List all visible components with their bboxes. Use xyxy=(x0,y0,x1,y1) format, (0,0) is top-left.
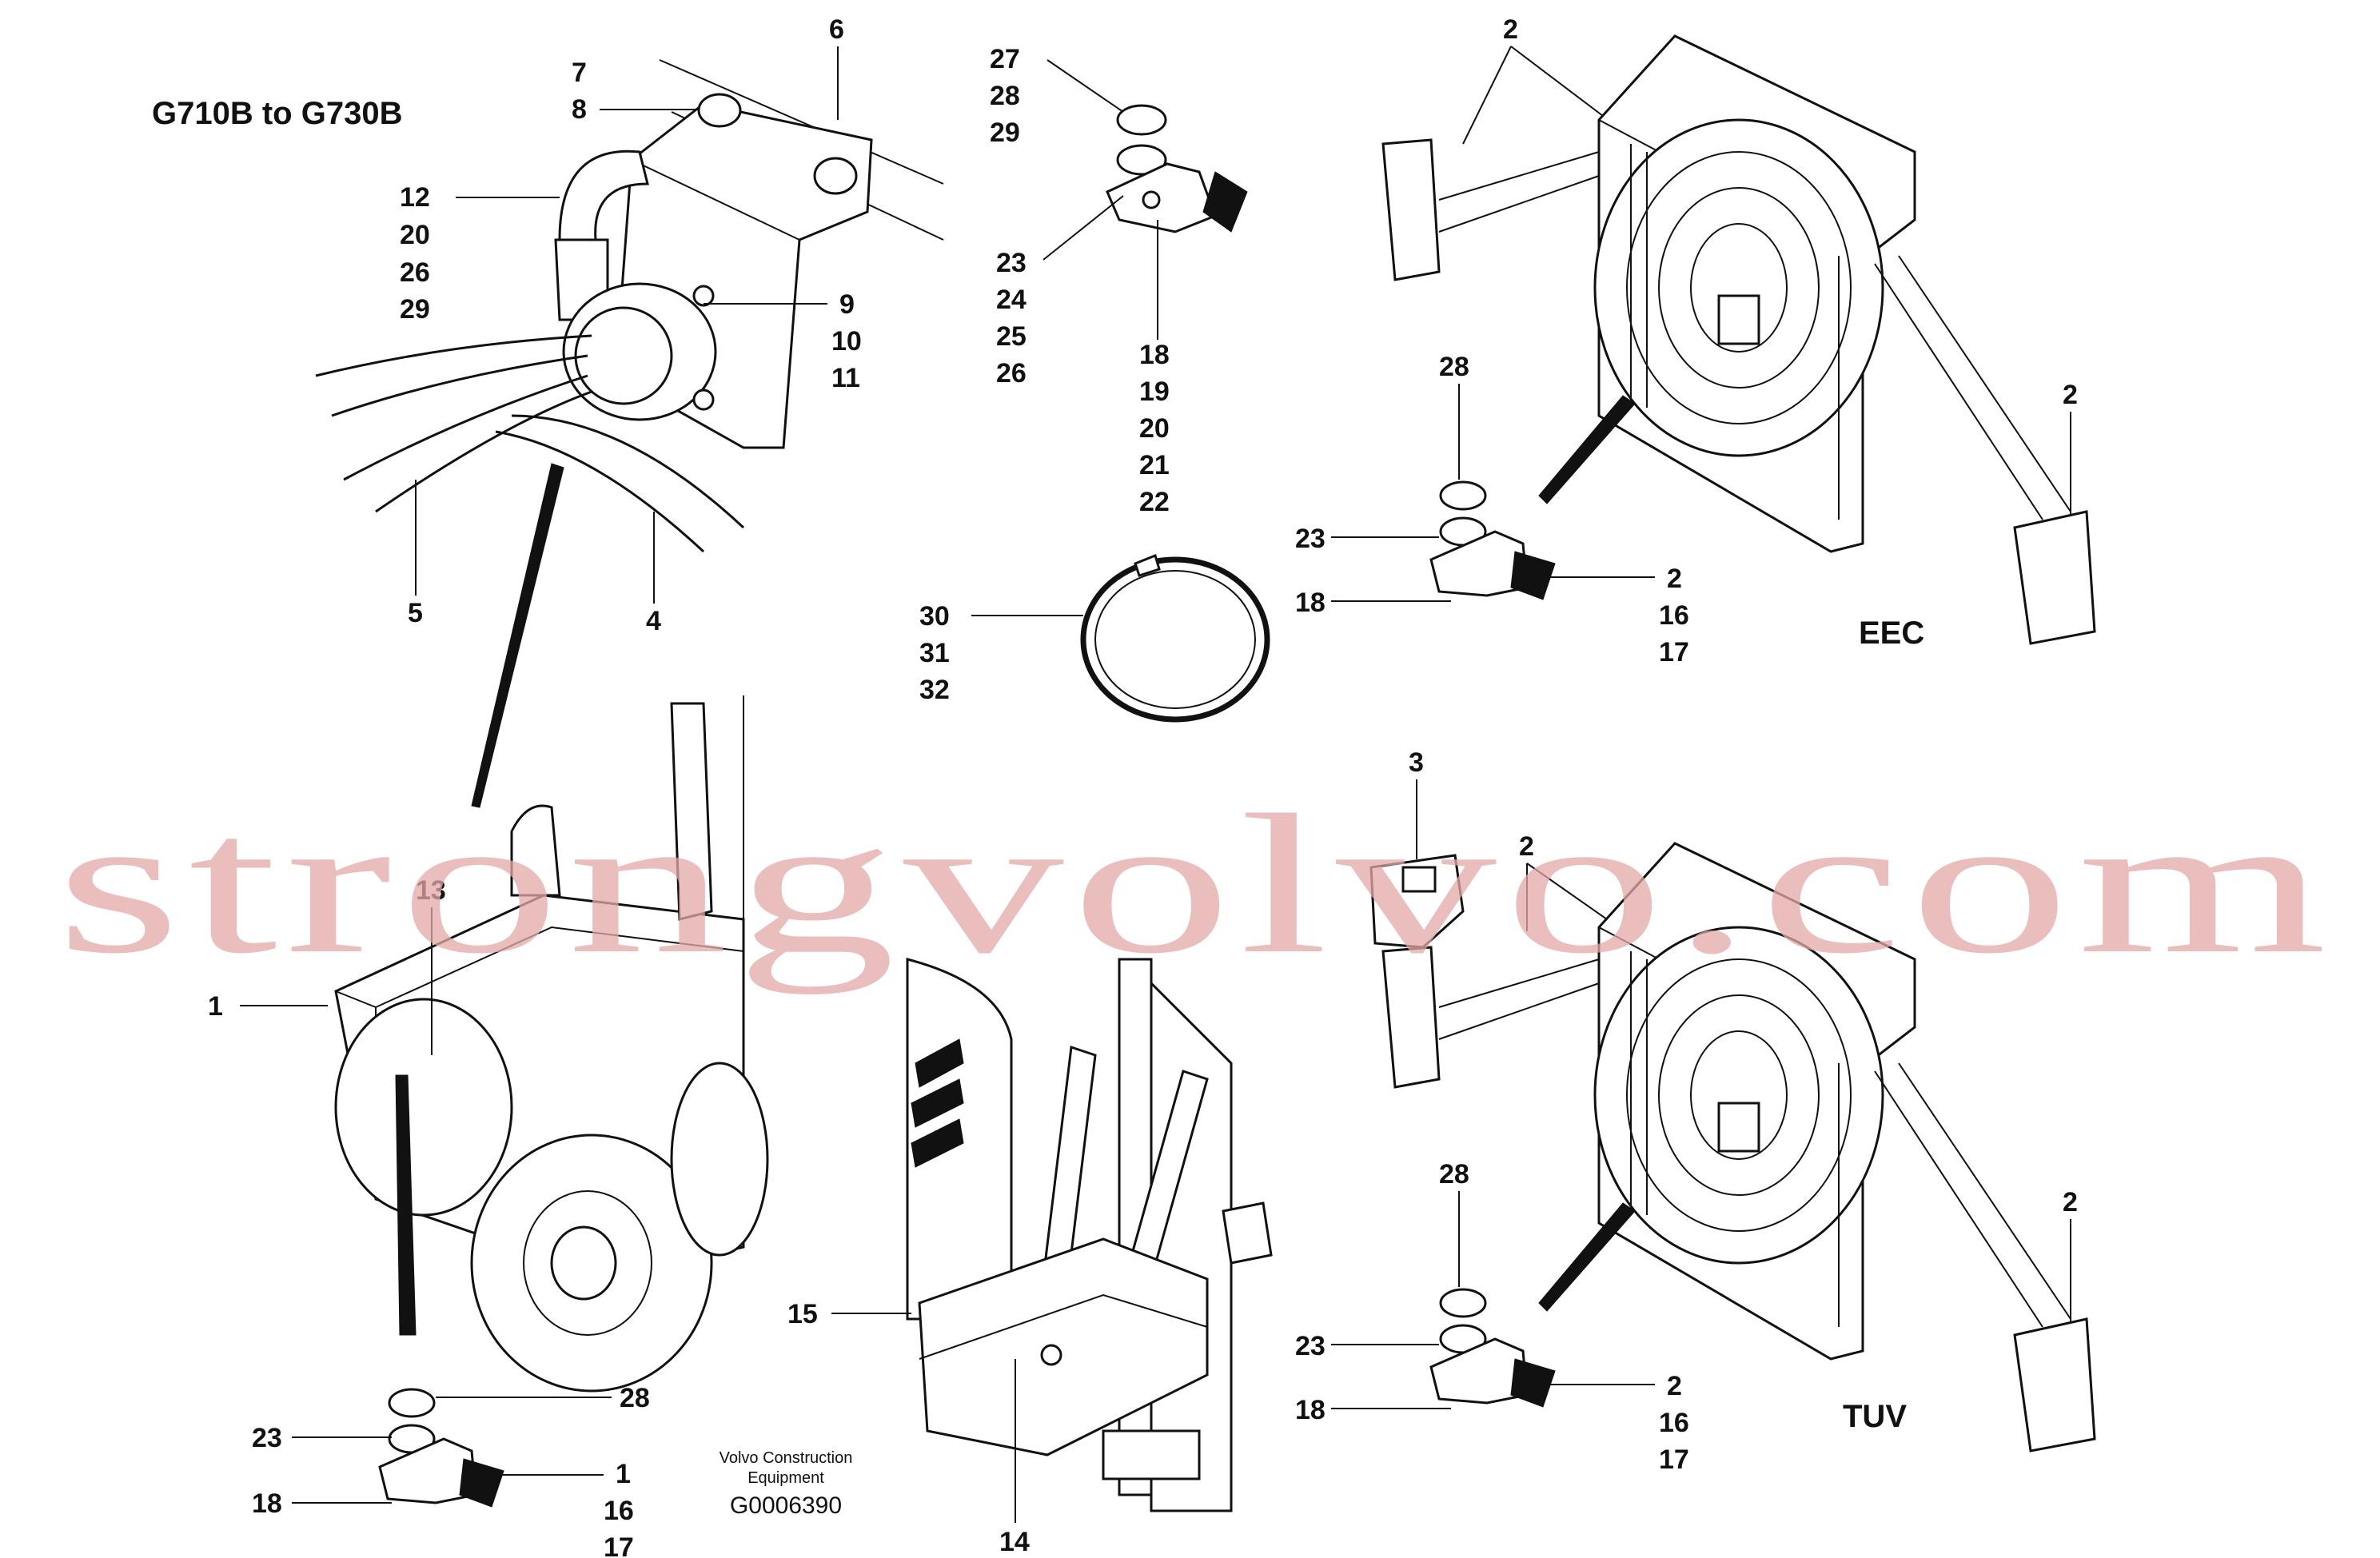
top-clip-callout-25: 25 xyxy=(996,321,1027,352)
bottom-clip-callout-1: 1 xyxy=(616,1459,631,1489)
callout-8: 8 xyxy=(572,94,587,125)
top-clip-callout-28: 28 xyxy=(990,81,1020,111)
callout-6: 6 xyxy=(829,14,844,45)
ring-callout-31: 31 xyxy=(919,638,950,668)
eec-callout-2-right: 2 xyxy=(2063,380,2078,410)
tuv-fan-assembly: TUV 3 2 2 28 23 18 2 16 17 xyxy=(1295,747,2096,1475)
hose-ring: 30 31 32 xyxy=(919,553,1270,723)
tuv-callout-3: 3 xyxy=(1409,747,1424,778)
grader-callout-1: 1 xyxy=(208,991,223,1022)
tuv-callout-2-top: 2 xyxy=(1519,831,1534,862)
drawing-footer: Volvo Construction Equipment G0006390 xyxy=(720,1449,853,1519)
eec-callout-2: 2 xyxy=(1667,564,1682,594)
top-clip-callout-29: 29 xyxy=(990,118,1020,148)
callout-5: 5 xyxy=(408,598,423,628)
eec-callout-17: 17 xyxy=(1659,637,1689,667)
eec-callout-2-top: 2 xyxy=(1503,14,1518,45)
tuv-callout-17: 17 xyxy=(1659,1444,1689,1475)
bottom-clip-callout-16: 16 xyxy=(604,1496,634,1526)
footer-line2: Equipment xyxy=(747,1469,824,1487)
bottom-clip-callout-18: 18 xyxy=(252,1488,282,1519)
callout-29: 29 xyxy=(400,294,430,325)
tuv-callout-2-right: 2 xyxy=(2063,1187,2078,1217)
callout-11: 11 xyxy=(831,363,860,393)
eec-fan-assembly: EEC 2 2 28 23 18 2 16 17 xyxy=(1295,14,2096,667)
top-clip-callout-19: 19 xyxy=(1139,377,1170,407)
bottom-clip-callout-23: 23 xyxy=(252,1423,282,1453)
eec-callout-18: 18 xyxy=(1295,588,1326,618)
tuv-callout-2: 2 xyxy=(1667,1371,1682,1401)
callout-13: 13 xyxy=(416,875,446,906)
top-clip-callout-21: 21 xyxy=(1139,450,1170,480)
eec-callout-28: 28 xyxy=(1439,352,1469,382)
drawing-code: G0006390 xyxy=(730,1492,842,1519)
top-clip-callout-24: 24 xyxy=(996,285,1027,315)
tuv-caption: TUV xyxy=(1843,1399,1907,1434)
top-clip-callout-27: 27 xyxy=(990,44,1020,74)
top-clip-callout-20: 20 xyxy=(1139,413,1170,444)
grader-rear-view: 13 1 xyxy=(208,695,769,1393)
radiator-bracket-view: 15 14 xyxy=(787,958,1273,1557)
callout-20: 20 xyxy=(400,220,430,250)
callout-9: 9 xyxy=(839,289,855,320)
eec-callout-23: 23 xyxy=(1295,524,1326,554)
bottom-clip-callout-17: 17 xyxy=(604,1532,634,1558)
callout-4: 4 xyxy=(646,606,661,636)
callout-14: 14 xyxy=(999,1527,1030,1557)
ring-callout-30: 30 xyxy=(919,601,950,632)
callout-7: 7 xyxy=(572,58,587,88)
variant-caption: G710B to G730B xyxy=(152,96,402,131)
callout-12: 12 xyxy=(400,182,430,213)
callout-15: 15 xyxy=(787,1299,818,1329)
tuv-callout-18: 18 xyxy=(1295,1395,1326,1425)
top-clip-assembly: 27 28 29 23 24 25 26 18 19 20 21 22 xyxy=(990,44,1248,517)
footer-line1: Volvo Construction xyxy=(720,1449,853,1467)
top-clip-callout-22: 22 xyxy=(1139,487,1170,517)
tuv-callout-28: 28 xyxy=(1439,1159,1469,1189)
watermark: strongvolvo.com xyxy=(56,774,2334,995)
callout-26: 26 xyxy=(400,257,430,288)
bottom-clip-assembly: 28 23 18 1 16 17 xyxy=(252,1383,650,1558)
eec-caption: EEC xyxy=(1859,616,1924,651)
tuv-callout-16: 16 xyxy=(1659,1408,1689,1438)
top-clip-callout-26: 26 xyxy=(996,358,1027,389)
callout-10: 10 xyxy=(831,326,862,357)
connector-assembly: G710B to G730B 6 7 8 12 20 26 29 xyxy=(152,14,944,808)
tuv-callout-23: 23 xyxy=(1295,1331,1326,1361)
ring-callout-32: 32 xyxy=(919,675,950,705)
eec-callout-16: 16 xyxy=(1659,600,1689,631)
top-clip-callout-18: 18 xyxy=(1139,340,1170,370)
top-clip-callout-23: 23 xyxy=(996,248,1027,278)
bottom-clip-callout-28: 28 xyxy=(620,1383,650,1413)
